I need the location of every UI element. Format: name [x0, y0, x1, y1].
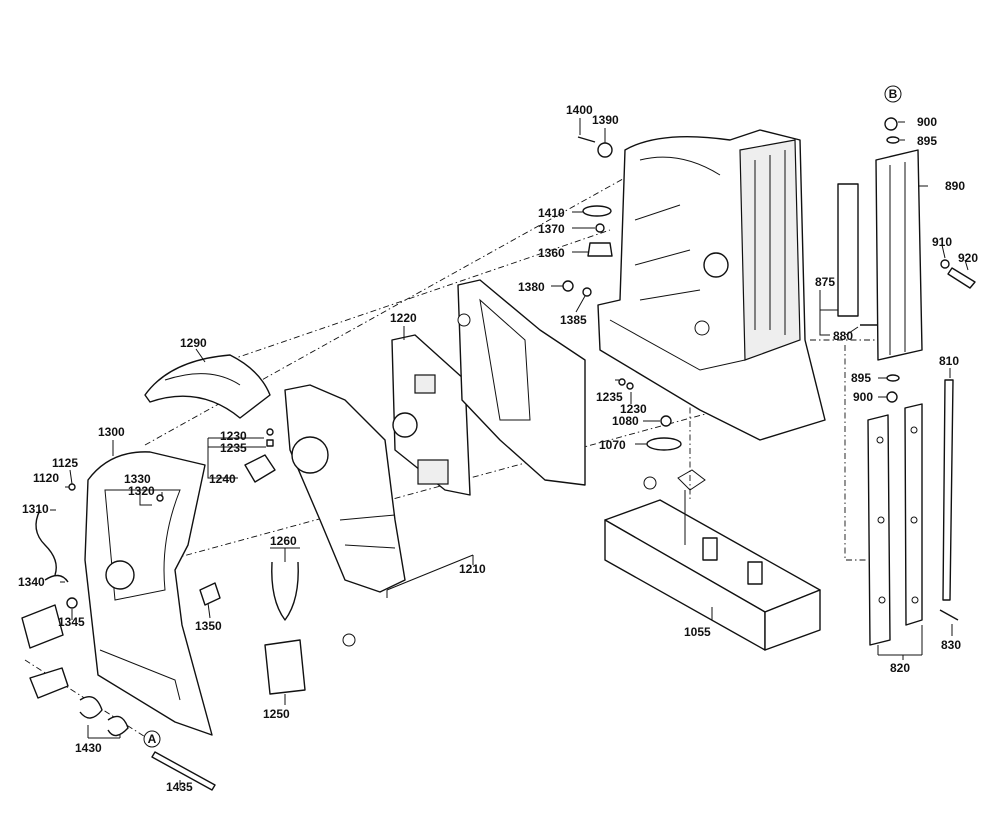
callout-890: 890	[945, 179, 965, 193]
callout-1340: 1340	[18, 575, 45, 589]
callout-1345: 1345	[58, 615, 85, 629]
callout-1320: 1320	[128, 484, 155, 498]
callout-1055: 1055	[684, 625, 711, 639]
ref-a-label: A	[148, 732, 157, 746]
callout-1230-top: 1230	[220, 429, 247, 443]
callout-1400: 1400	[566, 103, 593, 117]
callout-895-bottom: 895	[851, 371, 871, 385]
callout-1070: 1070	[599, 438, 626, 452]
callout-895-top: 895	[917, 134, 937, 148]
callout-1250: 1250	[263, 707, 290, 721]
callout-1435: 1435	[166, 780, 193, 794]
callout-1410: 1410	[538, 206, 565, 220]
callout-1330: 1330	[124, 472, 151, 486]
callout-1360: 1360	[538, 246, 565, 260]
callout-labels: 1400 1390 1410 1370 1360 1380 1385 1220 …	[18, 103, 978, 794]
leader-lines	[50, 118, 969, 788]
callout-910: 910	[932, 235, 952, 249]
callout-820: 820	[890, 661, 910, 675]
callout-1350: 1350	[195, 619, 222, 633]
callout-900-bottom: 900	[853, 390, 873, 404]
callout-1235-bottom: 1235	[596, 390, 623, 404]
frame-1210	[284, 384, 406, 593]
gear-plate	[457, 279, 586, 486]
callout-880: 880	[833, 329, 853, 343]
callout-1300: 1300	[98, 425, 125, 439]
callout-920: 920	[958, 251, 978, 265]
rails	[837, 149, 954, 646]
callout-1370: 1370	[538, 222, 565, 236]
callout-1240: 1240	[209, 472, 236, 486]
callout-810: 810	[939, 354, 959, 368]
callout-1380: 1380	[518, 280, 545, 294]
callout-875: 875	[815, 275, 835, 289]
main-housing	[597, 129, 826, 441]
callout-1235-top: 1235	[220, 441, 247, 455]
callout-1125: 1125	[52, 456, 78, 470]
hood-1290	[144, 354, 271, 419]
callout-1290: 1290	[180, 336, 207, 350]
ref-marker-a: A	[143, 730, 161, 748]
callout-1230-bottom: 1230	[620, 402, 647, 416]
base-block	[604, 469, 821, 651]
callout-1210: 1210	[459, 562, 486, 576]
callout-900-top: 900	[917, 115, 937, 129]
circuit-board-1220	[391, 334, 471, 496]
small-parts	[21, 117, 976, 791]
assembly-lines	[24, 174, 890, 741]
callout-830: 830	[941, 638, 961, 652]
callout-1120: 1120	[33, 471, 59, 485]
callout-1390: 1390	[592, 113, 619, 127]
ref-b-label: B	[889, 87, 898, 101]
callout-1260: 1260	[270, 534, 297, 548]
callout-1430: 1430	[75, 741, 102, 755]
callout-1385: 1385	[560, 313, 587, 327]
ref-marker-b: B	[884, 85, 902, 103]
side-cover	[84, 451, 213, 736]
callout-1080: 1080	[612, 414, 639, 428]
callout-1310: 1310	[22, 502, 49, 516]
callout-1220: 1220	[390, 311, 417, 325]
